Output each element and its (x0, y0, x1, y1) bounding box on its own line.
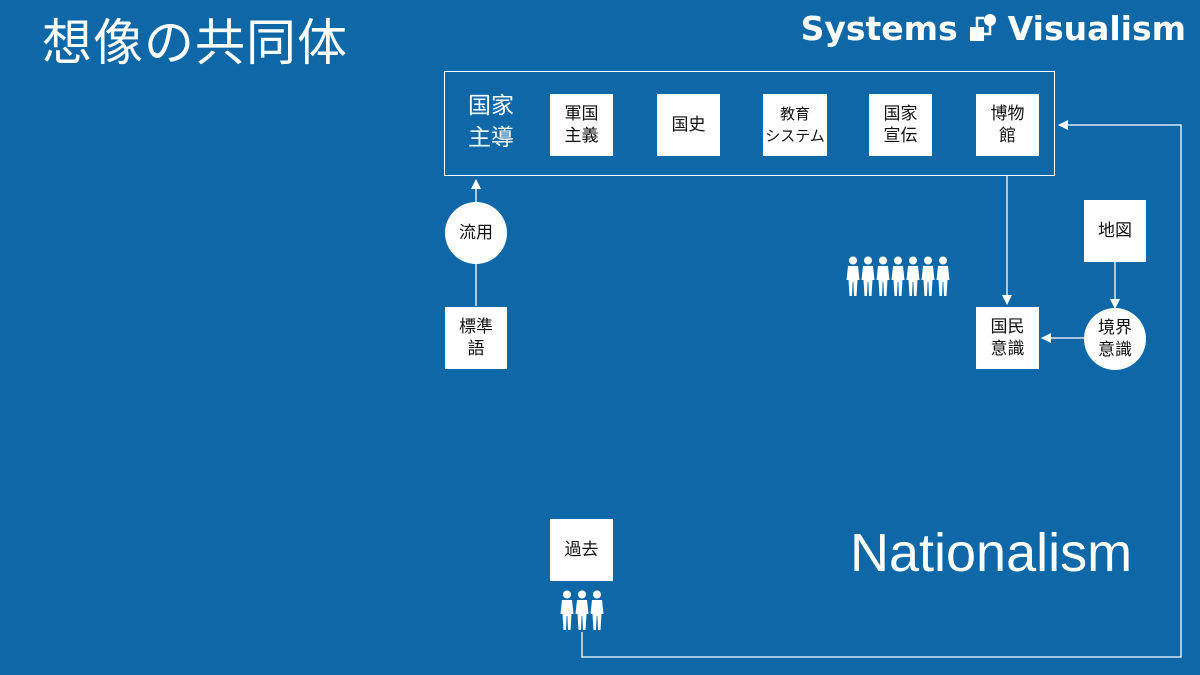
past-feedback-loop-arrow (581, 120, 1182, 658)
people-group-large-icon (846, 256, 950, 296)
logo: Systems Visualism (801, 6, 1186, 50)
logo-text-left: Systems (800, 8, 958, 48)
standard-language-box: 標準 語 (445, 307, 507, 369)
logo-text-right: Visualism (1007, 8, 1186, 48)
military-nationalism-box: 軍国 主義 (550, 94, 613, 156)
person-icon (891, 256, 905, 296)
person-icon (846, 256, 860, 296)
national-awareness-box: 国民 意識 (976, 307, 1039, 369)
person-icon (876, 256, 890, 296)
person-icon (560, 590, 574, 630)
border-awareness-node: 境界 意識 (1084, 308, 1146, 370)
nationalism-label: Nationalism (850, 523, 1133, 583)
circulation-node: 流用 (445, 202, 507, 264)
systems-visualism-logo-icon (969, 14, 996, 41)
person-icon (906, 256, 920, 296)
state-propaganda-box: 国家 宣伝 (869, 94, 932, 156)
state-led-frame (444, 71, 1055, 176)
person-icon (861, 256, 875, 296)
past-box: 過去 (550, 519, 613, 581)
person-icon (590, 590, 604, 630)
person-icon (921, 256, 935, 296)
people-group-small-icon (560, 588, 604, 632)
museum-box: 博物 館 (976, 94, 1039, 156)
page-title: 想像の共同体 (42, 14, 348, 72)
national-history-box: 国史 (657, 94, 720, 156)
person-icon (575, 590, 589, 630)
frame-label: 国家 主導 (468, 93, 514, 151)
map-box: 地図 (1084, 200, 1146, 262)
person-icon (936, 256, 950, 296)
education-system-box: 教育 システム (763, 94, 827, 156)
